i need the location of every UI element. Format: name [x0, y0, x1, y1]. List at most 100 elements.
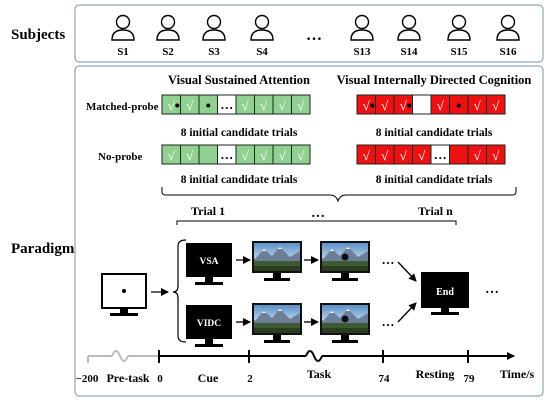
cue-label: Cue [198, 371, 219, 385]
trials-brace [161, 187, 517, 203]
subject-label: S16 [499, 46, 517, 58]
subjects-panel [74, 4, 544, 63]
vsa-title: Visual Sustained Attention [168, 73, 310, 87]
end-monitor: End [421, 272, 469, 315]
trial-cell [412, 94, 432, 115]
check-mark: √ [492, 98, 500, 113]
stimulus-monitor-icon [252, 241, 302, 281]
subjects-ellipsis: … [306, 27, 322, 44]
check-mark: √ [437, 98, 445, 113]
end-trailing-ellipsis: … [485, 282, 499, 297]
trials-ellipsis: … [311, 206, 325, 221]
resting-label: Resting [416, 367, 455, 381]
trial-cell [486, 94, 506, 115]
stimulus-monitor-icon [252, 303, 302, 343]
vidc-no-probe-bar: √ √ √ √ … √ √ [356, 144, 506, 165]
subject-6-person-icon [397, 14, 421, 41]
cell-ellipsis: … [434, 147, 447, 162]
trial-cell [291, 144, 311, 165]
check-mark: √ [381, 98, 389, 113]
to-end-arrow-bottom [397, 302, 417, 323]
cue-monitor: VIDC [186, 305, 232, 347]
check-mark: √ [279, 98, 287, 113]
cell-ellipsis: … [220, 147, 233, 162]
check-mark: √ [297, 98, 305, 113]
check-mark: √ [474, 98, 482, 113]
trials-span-bracket [176, 220, 457, 225]
vsa-trial-row: VSA … [186, 241, 395, 285]
check-mark: √ [381, 148, 389, 163]
probe-dot [456, 103, 461, 108]
check-mark: √ [168, 98, 176, 113]
subject-label: S1 [117, 46, 129, 58]
subject-2-person-icon [156, 14, 180, 41]
fixation-dot [341, 315, 349, 323]
trial-cell [449, 144, 469, 165]
to-end-arrow-top [397, 261, 417, 282]
subject-label: S14 [400, 46, 418, 58]
time-unit-label: Time/s [500, 367, 535, 381]
trial-cell [291, 94, 311, 115]
subject-label: S3 [208, 46, 220, 58]
check-mark: √ [363, 148, 371, 163]
fixation-dot [341, 253, 349, 261]
cue-monitor: VSA [186, 243, 232, 285]
cue-label: VIDC [197, 319, 221, 329]
vidc-title: Visual Internally Directed Cognition [337, 73, 532, 87]
check-mark: √ [186, 148, 194, 163]
subject-7-person-icon [447, 14, 471, 41]
task-label: Task [307, 367, 332, 381]
tick-label-m200: −200 [76, 373, 99, 385]
row-ellipsis: … [382, 314, 395, 329]
probe-dot [370, 103, 375, 108]
tick-label-79: 79 [464, 373, 476, 385]
tick-label-0: 0 [157, 373, 163, 385]
check-mark: √ [279, 148, 287, 163]
check-mark: √ [474, 148, 482, 163]
row-ellipsis: … [382, 252, 395, 267]
subject-3-person-icon [202, 14, 226, 41]
vsa-no-probe-bar: √√…√√√√ [161, 144, 311, 165]
trial-1-label: Trial 1 [191, 204, 225, 218]
end-label: End [436, 287, 454, 298]
check-mark: √ [492, 148, 500, 163]
check-mark: √ [297, 148, 305, 163]
check-mark: √ [242, 148, 250, 163]
tick-label-2: 2 [247, 373, 253, 385]
check-mark: √ [418, 148, 426, 163]
trial-cell [198, 144, 218, 165]
vidc-trial-row: VIDC … [186, 303, 395, 347]
vsa-matched-probe-bar: √√…√√√√ [161, 94, 311, 115]
paradigm-panel [74, 65, 544, 397]
paradigm-label: Paradigm [11, 241, 75, 257]
trial-bars: √√…√√√√√√√√√√√√…√√√√√√√√…√√ [161, 94, 506, 165]
pretask-label: Pre-task [106, 371, 149, 385]
trial-rows-brace [172, 239, 187, 343]
check-mark: √ [260, 148, 268, 163]
subject-4-person-icon [250, 14, 274, 41]
timeline: −200 Pre-task 0 Cue 2 Task 74 Resting 79… [76, 350, 535, 385]
check-mark: √ [400, 98, 408, 113]
check-mark: √ [400, 148, 408, 163]
matched-probe-label: Matched-probe [86, 101, 159, 113]
trial-n-label: Trial n [418, 204, 453, 218]
stimulus-monitor-icon [320, 241, 370, 281]
subject-5-person-icon [350, 14, 374, 41]
probe-dot [206, 103, 211, 108]
subject-label: S15 [450, 46, 468, 58]
pretask-monitor-icon [101, 273, 147, 316]
subject-label: S2 [162, 46, 174, 58]
tick-label-74: 74 [379, 373, 391, 385]
vsa-noprobe-candidate-label: 8 initial candidate trials [181, 174, 298, 186]
stimulus-monitor-icon [320, 303, 370, 343]
subject-1-person-icon [111, 14, 135, 41]
vidc-matched-candidate-label: 8 initial candidate trials [376, 127, 493, 139]
trial-rows: VSA … VIDC … [186, 241, 395, 347]
subjects-label: Subjects [11, 27, 65, 43]
probe-dot [175, 103, 180, 108]
check-mark: √ [186, 98, 194, 113]
check-mark: √ [363, 98, 371, 113]
vsa-matched-candidate-label: 8 initial candidate trials [181, 127, 298, 139]
